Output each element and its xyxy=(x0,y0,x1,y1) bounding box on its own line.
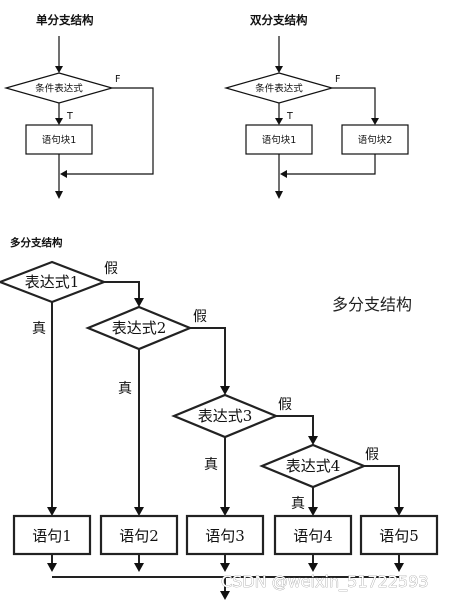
statement-box-5 xyxy=(359,514,439,556)
statement-label-5: 语句5 xyxy=(379,527,419,545)
arrow-head xyxy=(275,191,283,199)
arrow-head xyxy=(55,66,63,73)
true-tag-1: 真 xyxy=(32,321,46,337)
arrow-head xyxy=(394,563,404,572)
arrow-head xyxy=(47,507,57,516)
arrow-head xyxy=(220,386,230,395)
double-block-true-label: 语句块1 xyxy=(262,134,297,146)
arrow-head xyxy=(134,507,144,516)
double-branch-title: 双分支结构 xyxy=(249,13,308,27)
statement-label-2: 语句2 xyxy=(119,527,159,545)
statement-box-1 xyxy=(12,514,92,556)
arrow-head xyxy=(220,591,230,600)
arrow-head xyxy=(308,436,318,445)
double-condition-label: 条件表达式 xyxy=(255,83,303,95)
arrow-head xyxy=(371,118,379,125)
false-tag-3: 假 xyxy=(278,397,292,413)
arrow-head xyxy=(220,507,230,516)
condition-label-2: 表达式2 xyxy=(112,319,167,337)
double-block-true-box xyxy=(245,124,313,155)
single-branch-diagram: 单分支结构 条件表达式 T F 语句块1 xyxy=(3,13,154,199)
false-connector-2 xyxy=(190,327,226,387)
true-tag-3: 真 xyxy=(204,457,218,473)
statement-box-4 xyxy=(273,514,353,556)
double-block-false-label: 语句块2 xyxy=(358,134,393,146)
arrow-head xyxy=(47,563,57,572)
arrow-head xyxy=(220,563,230,572)
false-tag-1: 假 xyxy=(104,261,118,277)
multi-branch-diagram: 多分支结构 多分支结构 表达式1 表达式2 表达式3 表达式4 假 假 假 假 … xyxy=(0,236,439,600)
statement-label-3: 语句3 xyxy=(205,527,245,545)
double-merge-line xyxy=(286,154,376,175)
false-tag-4: 假 xyxy=(365,447,379,463)
statement-label-1: 语句1 xyxy=(32,527,72,545)
arrow-head xyxy=(308,507,318,516)
arrow-head xyxy=(275,66,283,73)
double-branch-diagram: 双分支结构 条件表达式 T F 语句块1 语句块2 xyxy=(223,13,409,199)
csdn-watermark: CSDN @weixin_51722593 xyxy=(221,572,429,592)
condition-label-3: 表达式3 xyxy=(198,407,253,425)
false-tag-2: 假 xyxy=(193,309,207,325)
double-false-line xyxy=(332,87,376,119)
arrow-head xyxy=(55,118,63,125)
false-connector-3 xyxy=(276,415,314,437)
double-true-tag: T xyxy=(286,111,293,122)
single-true-tag: T xyxy=(66,111,73,122)
single-condition-label: 条件表达式 xyxy=(35,83,83,95)
condition-label-1: 表达式1 xyxy=(25,273,80,291)
single-false-line xyxy=(66,87,154,175)
true-tag-2: 真 xyxy=(118,381,132,397)
arrow-head xyxy=(308,563,318,572)
arrow-head xyxy=(134,563,144,572)
statement-box-2 xyxy=(99,514,179,556)
statement-box-3 xyxy=(185,514,265,556)
arrow-head xyxy=(55,191,63,199)
condition-label-4: 表达式4 xyxy=(286,457,341,475)
double-false-tag: F xyxy=(335,74,340,85)
arrow-head xyxy=(60,170,67,178)
arrow-head xyxy=(394,507,404,516)
single-branch-title: 单分支结构 xyxy=(36,13,94,27)
multi-branch-title: 多分支结构 xyxy=(10,236,63,249)
single-false-tag: F xyxy=(115,74,120,85)
arrow-head xyxy=(134,298,144,307)
arrow-head xyxy=(280,170,287,178)
true-tag-4: 真 xyxy=(291,496,305,512)
single-block-label: 语句块1 xyxy=(42,134,77,146)
false-connector-1 xyxy=(104,281,140,299)
false-connector-4 xyxy=(364,465,400,508)
statement-label-4: 语句4 xyxy=(293,527,333,545)
arrow-head xyxy=(275,118,283,125)
multi-branch-side-title: 多分支结构 xyxy=(332,295,412,314)
